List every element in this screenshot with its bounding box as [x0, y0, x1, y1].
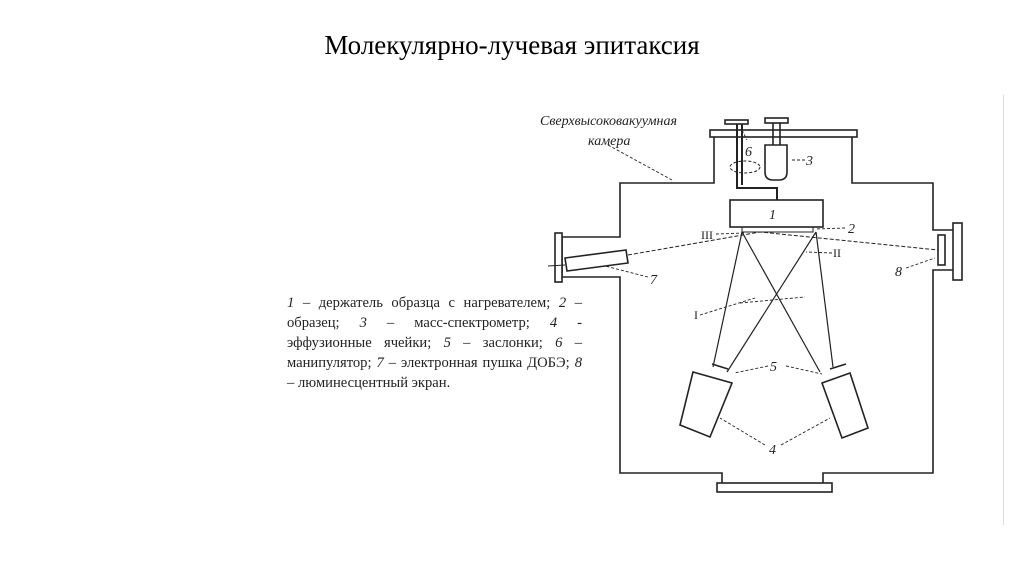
legend-desc: – электронная пушка ДОБЭ; [383, 355, 575, 371]
chamber-label-line1: Сверхвысоковакуумная [540, 114, 677, 129]
label-1: 1 [769, 208, 776, 223]
electron-beam [627, 231, 939, 256]
legend-desc: – масс-спектрометр; [366, 315, 550, 331]
legend-num: 4 [549, 315, 558, 331]
bottom-flange [716, 482, 833, 493]
effusion-cell-right [820, 371, 869, 440]
manipulator-top [724, 119, 749, 125]
label-7: 7 [650, 273, 658, 288]
mass-spectrometer-stem [772, 123, 781, 145]
legend-desc: – люминесцентный экран. [287, 375, 451, 391]
label-4: 4 [769, 443, 776, 458]
legend-desc: – манипулятор; [287, 335, 583, 371]
manipulator-rod [736, 124, 778, 200]
left-port-flange [554, 232, 563, 283]
leader-lines [604, 129, 936, 446]
shutter-left [711, 363, 729, 370]
legend-item-6: 6 – манипулятор; [287, 335, 582, 371]
electron-gun [564, 249, 629, 272]
legend-desc: – образец; [287, 295, 583, 331]
legend-item-5: 5 – заслонки; [444, 335, 556, 351]
luminescent-screen [937, 234, 946, 266]
label-5: 5 [770, 360, 777, 375]
label-3: 3 [805, 154, 813, 169]
slide-edge-line [1003, 95, 1004, 525]
legend-num: 1 [287, 295, 295, 311]
mass-spectrometer [764, 144, 788, 181]
legend-item-4: 4 - эффузионные ячейки; [287, 315, 582, 351]
label-8: 8 [895, 265, 902, 280]
chamber-label-line2: камера [588, 134, 630, 149]
label-I: I [694, 308, 698, 322]
legend-num: 2 [558, 295, 567, 311]
label-2: 2 [848, 222, 855, 237]
legend-desc: – заслонки; [450, 335, 556, 351]
sample [741, 226, 814, 233]
legend-desc: – держатель образца с нагревателем; [294, 295, 559, 311]
legend-num: 3 [359, 315, 367, 331]
right-port-flange [952, 222, 963, 281]
shutter-right [829, 363, 847, 370]
sample-holder [729, 199, 824, 228]
rotation-arrow-icon [729, 160, 761, 174]
legend-item-1: 1 – держатель образца с нагревателем; [287, 295, 559, 311]
legend-num: 7 [376, 355, 384, 371]
legend-desc: - эффузионные ячейки; [287, 315, 582, 351]
legend-num: 8 [574, 355, 582, 371]
legend-item-2: 2 – образец; [287, 295, 582, 331]
legend-num: 5 [443, 335, 451, 351]
molecular-beams [712, 231, 834, 373]
legend-item-3: 3 – масс-спектрометр; [360, 315, 550, 331]
slide-title: Молекулярно-лучевая эпитаксия [324, 30, 700, 60]
effusion-cell-left [679, 371, 734, 439]
legend-num: 6 [555, 335, 563, 351]
label-II: II [833, 246, 841, 260]
mass-spectrometer-top [764, 117, 789, 124]
legend-text: 1 – держатель образца с нагревателем; 2 … [287, 293, 582, 393]
legend-item-7: 7 – электронная пушка ДОБЭ; [376, 355, 574, 371]
legend-item-8: 8 – люминесцентный экран. [287, 355, 582, 391]
label-6: 6 [745, 145, 752, 160]
label-III: III [701, 228, 713, 242]
top-flange [709, 129, 858, 138]
